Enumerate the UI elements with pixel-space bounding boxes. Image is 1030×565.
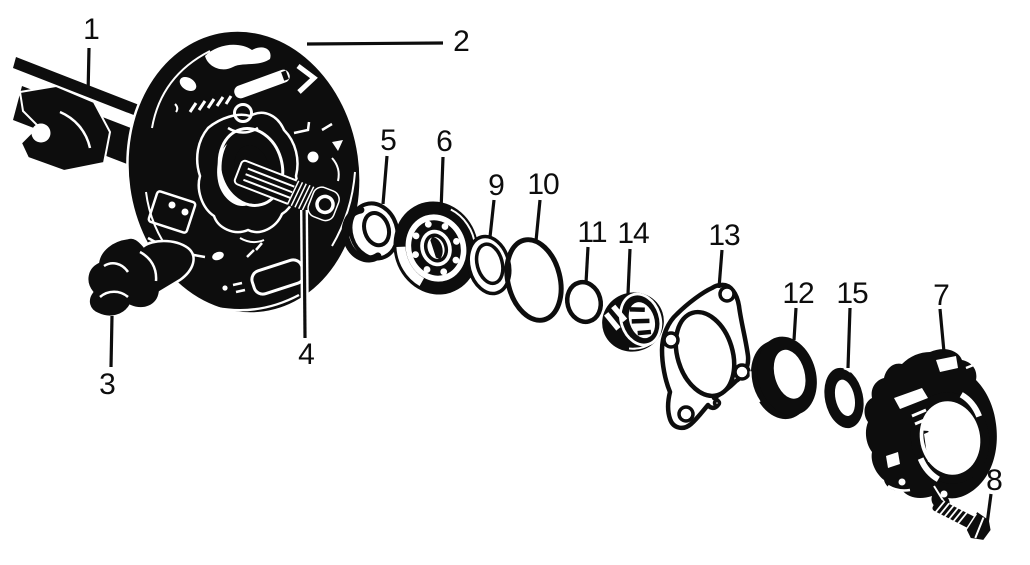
bracket-hole [31, 123, 51, 143]
leader-line-3 [109, 315, 114, 368]
leader-line-7 [938, 308, 946, 353]
shaft-tip-ring [315, 194, 335, 215]
leader-line-2 [306, 41, 444, 46]
gasket-plate [659, 282, 751, 431]
washer [466, 234, 512, 296]
leader-line-9 [488, 199, 496, 238]
leader-lines [86, 41, 993, 525]
axle-shaft-splined-end [233, 159, 340, 222]
sealing-washer [824, 367, 864, 429]
leader-line-11 [584, 246, 590, 284]
leader-line-8 [985, 493, 993, 525]
bolt-holes [662, 285, 751, 423]
leader-line-1 [86, 47, 91, 97]
leader-line-12 [792, 307, 798, 341]
o-ring [564, 279, 604, 325]
snap-ring [504, 237, 564, 323]
hex-bolt [932, 498, 991, 540]
leader-line-15 [846, 307, 852, 369]
oil-seal [749, 336, 817, 420]
hub-boss-outline [196, 111, 299, 234]
leader-line-13 [717, 249, 724, 289]
bearing-cone [602, 292, 664, 352]
adjuster-cam [233, 103, 253, 123]
brake-spring [188, 95, 233, 113]
wheel-cylinder [234, 69, 296, 99]
bearing-balls [412, 220, 460, 276]
axle-shaft [13, 57, 162, 174]
leader-line-5 [381, 155, 389, 205]
leader-line-6 [439, 156, 445, 212]
rollers [629, 307, 652, 336]
leader-line-10 [534, 199, 542, 242]
leader-line-14 [626, 248, 632, 295]
bearing-retainer-collar [341, 201, 400, 263]
bearing-retainer-housing [864, 349, 997, 510]
chevron-mark [296, 64, 318, 94]
bolt-threads [934, 500, 968, 525]
ball-bearing [393, 201, 479, 295]
thread-band [286, 180, 315, 211]
shoe-holddown [147, 190, 197, 234]
leader-line-4 [302, 209, 307, 339]
mounting-bracket [85, 236, 195, 318]
